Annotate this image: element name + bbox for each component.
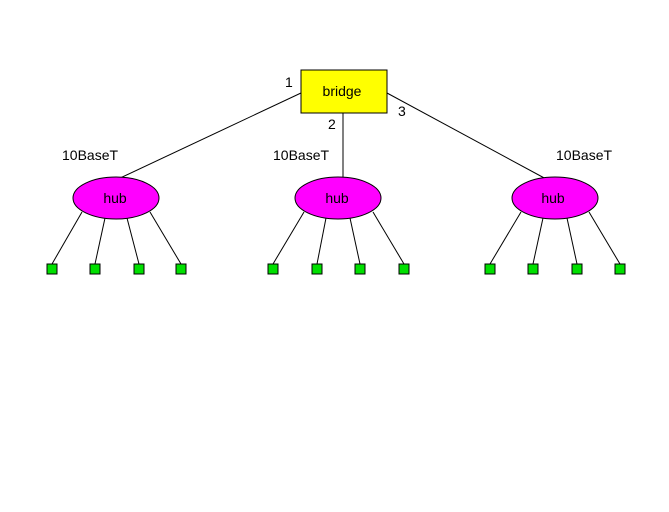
- host-node-2-1[interactable]: [267, 263, 279, 275]
- host-node-2-2[interactable]: [311, 263, 323, 275]
- host-node-1-1[interactable]: [46, 263, 58, 275]
- host-link-3-4: [588, 211, 621, 265]
- host-link-3-1: [489, 211, 522, 265]
- link-label-1: 10BaseT: [62, 147, 118, 163]
- host-link-1-2: [94, 217, 106, 265]
- host-link-3-2: [532, 217, 544, 265]
- hub-node-3[interactable]: hub: [511, 176, 599, 220]
- hub-ellipse-1: [72, 176, 160, 220]
- hub-ellipse-3: [511, 176, 599, 220]
- host-node-3-4[interactable]: [614, 263, 626, 275]
- host-node-3-1[interactable]: [484, 263, 496, 275]
- port-label-3: 3: [398, 103, 406, 119]
- host-node-2-4[interactable]: [398, 263, 410, 275]
- link-line-1: [115, 92, 302, 181]
- hub-node-2[interactable]: hub: [294, 176, 382, 220]
- port-label-2: 2: [328, 116, 336, 132]
- hub-ellipse-2: [294, 176, 382, 220]
- host-lines: [51, 211, 621, 265]
- hub-label-3: hub: [541, 190, 565, 206]
- host-node-1-4[interactable]: [175, 263, 187, 275]
- link-label-2: 10BaseT: [273, 147, 329, 163]
- host-node-2-3[interactable]: [354, 263, 366, 275]
- host-link-3-3: [566, 217, 578, 265]
- link-label-3: 10BaseT: [556, 147, 612, 163]
- host-node-1-2[interactable]: [89, 263, 101, 275]
- host-node-3-3[interactable]: [571, 263, 583, 275]
- bridge-label: bridge: [323, 83, 362, 99]
- host-link-1-4: [149, 211, 182, 265]
- bridge-node[interactable]: bridge: [300, 69, 388, 114]
- port-label-1: 1: [285, 74, 293, 90]
- host-link-2-1: [272, 211, 305, 265]
- host-link-2-2: [316, 217, 327, 265]
- host-link-1-1: [51, 211, 83, 265]
- host-link-2-4: [372, 211, 405, 265]
- link-line-3: [386, 92, 549, 181]
- host-link-2-3: [349, 217, 361, 265]
- hosts-group: [46, 263, 626, 275]
- host-node-3-2[interactable]: [527, 263, 539, 275]
- hub-node-1[interactable]: hub: [72, 176, 160, 220]
- hub-label-1: hub: [103, 190, 127, 206]
- host-link-1-3: [126, 217, 140, 265]
- bridge-box: [300, 69, 388, 114]
- hub-label-2: hub: [325, 190, 349, 206]
- host-node-1-3[interactable]: [133, 263, 145, 275]
